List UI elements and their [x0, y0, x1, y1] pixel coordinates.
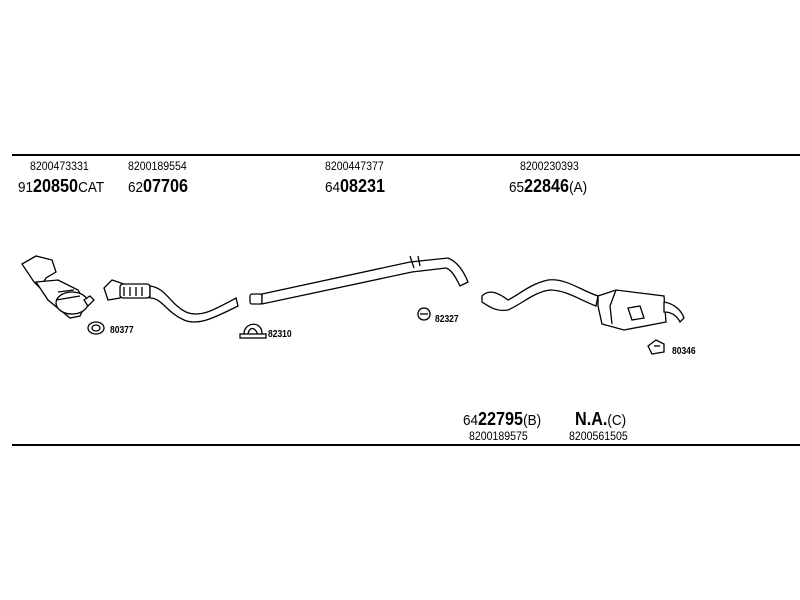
rear-silencer-drawing — [481, 279, 685, 331]
front-pipe-drawing — [103, 279, 239, 323]
part-suffix: CAT — [78, 179, 105, 196]
part-main: 07706 — [143, 176, 189, 196]
small-part-label: 82327 — [435, 314, 459, 325]
part-suffix: (C) — [607, 412, 627, 429]
bottom-divider — [12, 444, 800, 446]
center-pipe-drawing — [249, 255, 469, 305]
part-number: 6522846(A) — [509, 177, 587, 195]
part-prefix: 64 — [463, 412, 479, 429]
part-main: 08231 — [340, 176, 386, 196]
part-main: 20850 — [33, 176, 79, 196]
gasket-80377-drawing — [87, 321, 105, 335]
catalytic-converter-drawing — [21, 255, 95, 319]
clamp-82327-drawing — [417, 307, 431, 321]
part-main: 22795 — [478, 409, 524, 429]
small-part-label: 82310 — [268, 329, 292, 340]
part-main: N.A. — [575, 409, 608, 429]
oem-number: 8200230393 — [520, 159, 579, 173]
oem-number: 8200189575 — [469, 429, 528, 443]
oem-number: 8200189554 — [128, 159, 187, 173]
part-suffix: (B) — [523, 412, 542, 429]
small-part-label: 80346 — [672, 346, 696, 357]
part-number: 9120850CAT — [18, 177, 104, 195]
oem-number: 8200447377 — [325, 159, 384, 173]
part-suffix: (A) — [569, 179, 588, 196]
part-number: 6422795(B) — [463, 410, 541, 428]
part-prefix: 91 — [18, 179, 34, 196]
part-prefix: 65 — [509, 179, 525, 196]
clamp-82310-drawing — [239, 323, 267, 339]
part-prefix: 62 — [128, 179, 144, 196]
top-divider — [12, 154, 800, 156]
part-main: 22846 — [524, 176, 570, 196]
part-number: N.A.(C) — [575, 410, 626, 428]
oem-number: 8200473331 — [30, 159, 89, 173]
part-number: 6408231 — [325, 177, 385, 195]
oem-number: 8200561505 — [569, 429, 628, 443]
part-prefix: 64 — [325, 179, 341, 196]
hanger-80346-drawing — [647, 339, 665, 355]
small-part-label: 80377 — [110, 325, 134, 336]
part-number: 6207706 — [128, 177, 188, 195]
